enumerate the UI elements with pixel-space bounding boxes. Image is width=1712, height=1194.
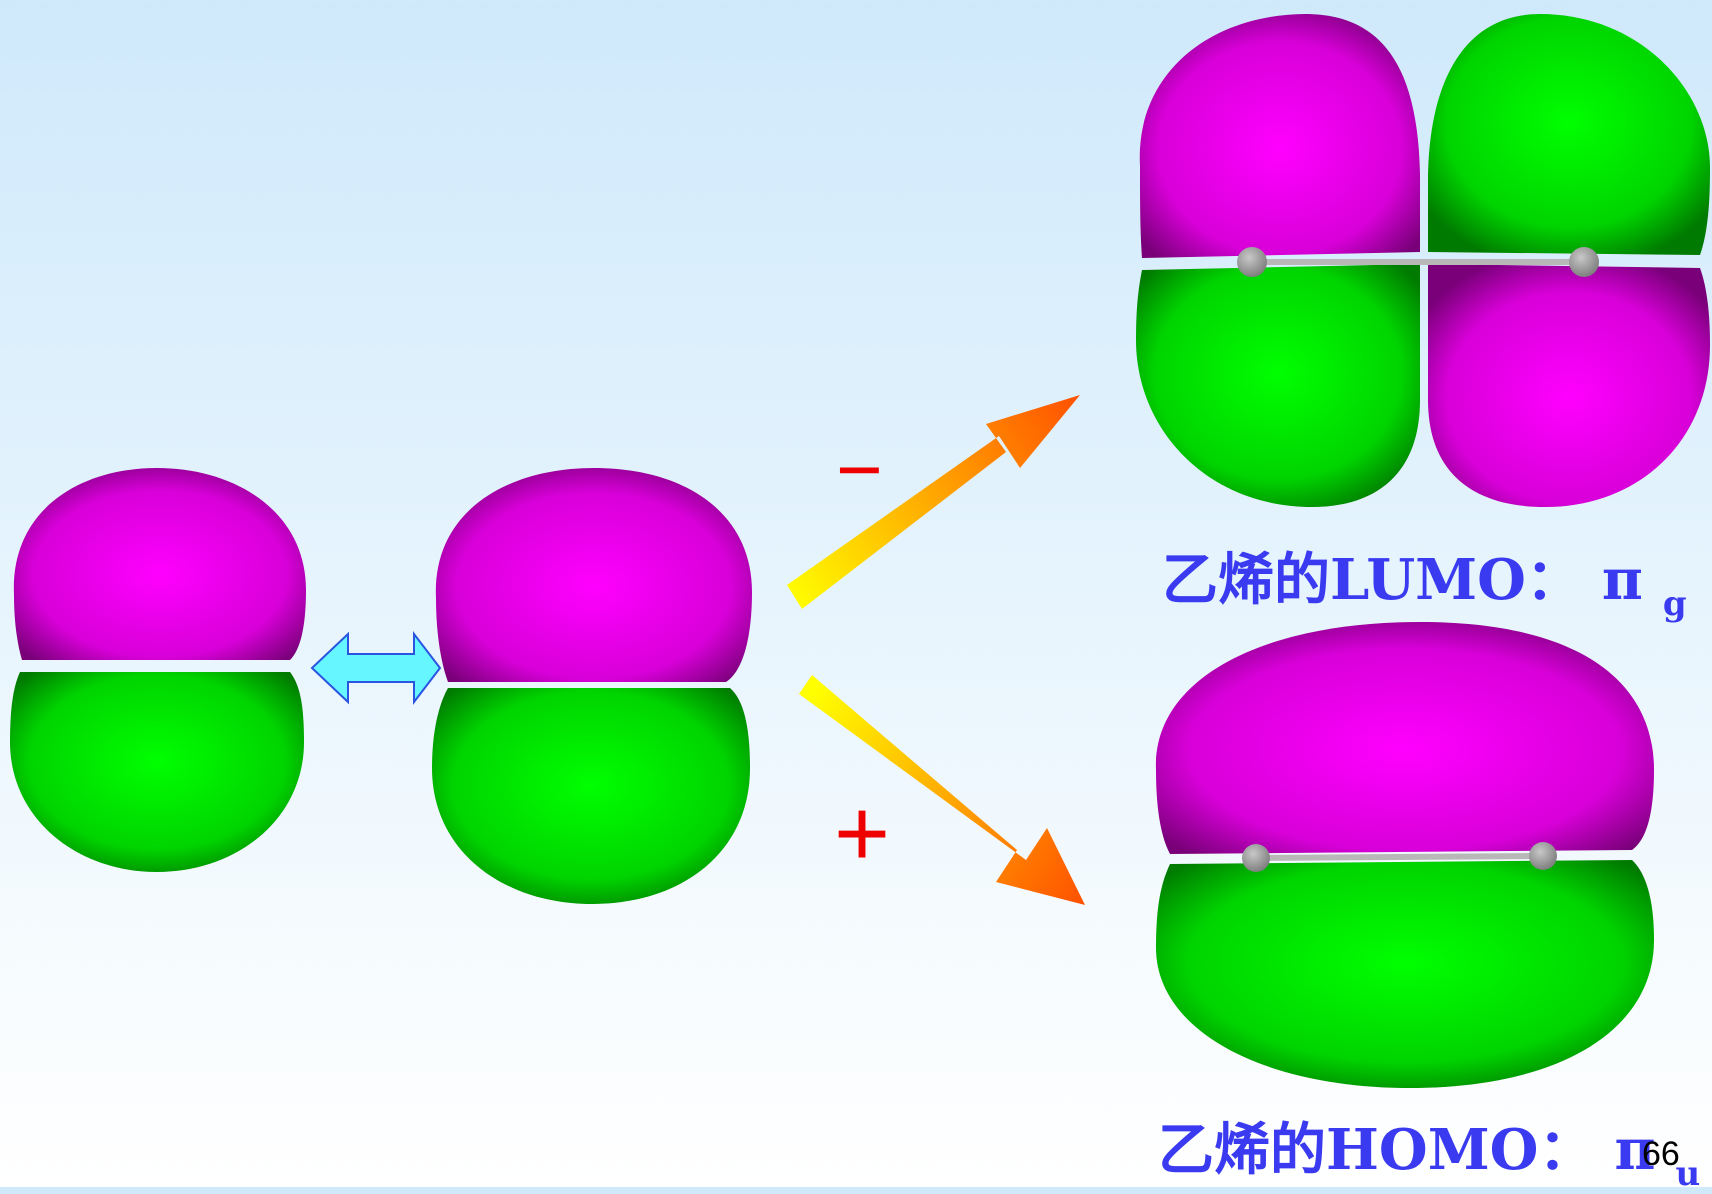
homo-carbon-atom-left [1242,844,1270,872]
middle-p-orbital [432,468,752,904]
homo-carbon-atom-right [1529,842,1557,870]
plus-combination-arrow [799,675,1085,905]
lumo-orbital [1136,14,1710,507]
resonance-double-arrow [310,631,442,705]
lumo-lower-left-lobe [1136,264,1420,507]
lumo-label-text: 乙烯的LUMO： [1162,547,1582,613]
homo-cc-bond [1255,853,1544,861]
homo-upper-lobe [1155,622,1654,854]
middle-p-positive-lobe [435,468,752,682]
lumo-lower-right-lobe [1428,264,1710,507]
page-number: 66 [1642,1135,1680,1173]
homo-label-text: 乙烯的HOMO： [1158,1117,1595,1183]
minus-sign: − [836,425,883,514]
lumo-carbon-atom-right [1569,247,1599,277]
homo-subscript: u [1675,1154,1701,1194]
left-p-orbital [10,468,307,872]
left-p-positive-lobe [13,468,307,660]
lumo-pi-symbol: π [1601,547,1643,613]
minus-combination-arrow [787,395,1080,609]
homo-orbital [1155,622,1654,1088]
middle-p-negative-lobe [432,688,750,904]
lumo-carbon-atom-left [1237,247,1267,277]
homo-lower-lobe [1156,860,1654,1088]
left-p-negative-lobe [10,672,304,872]
homo-pi-symbol: π [1614,1117,1656,1183]
lumo-upper-right-lobe [1428,14,1710,255]
lumo-upper-left-lobe [1139,14,1420,258]
lumo-subscript: g [1662,584,1687,624]
plus-sign: + [834,780,891,887]
